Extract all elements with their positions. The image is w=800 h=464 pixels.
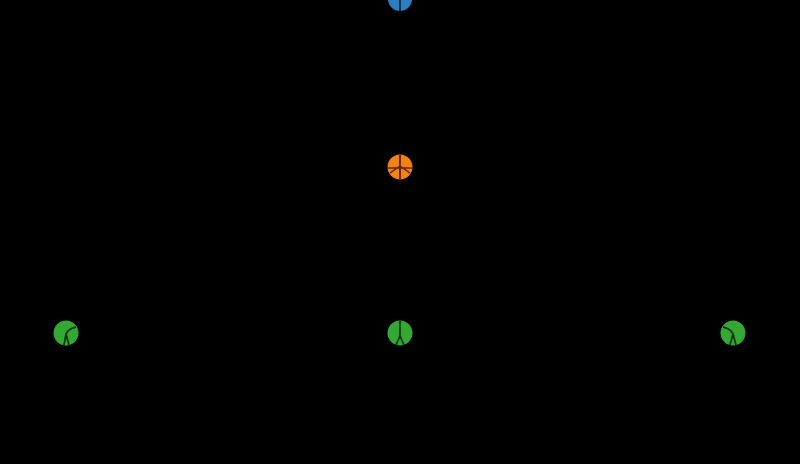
orange-agent (387, 154, 413, 180)
green-agent-center (387, 320, 413, 346)
blue-agent (388, 0, 412, 11)
green-agent-right (720, 320, 746, 346)
green-agent-left (53, 320, 79, 346)
